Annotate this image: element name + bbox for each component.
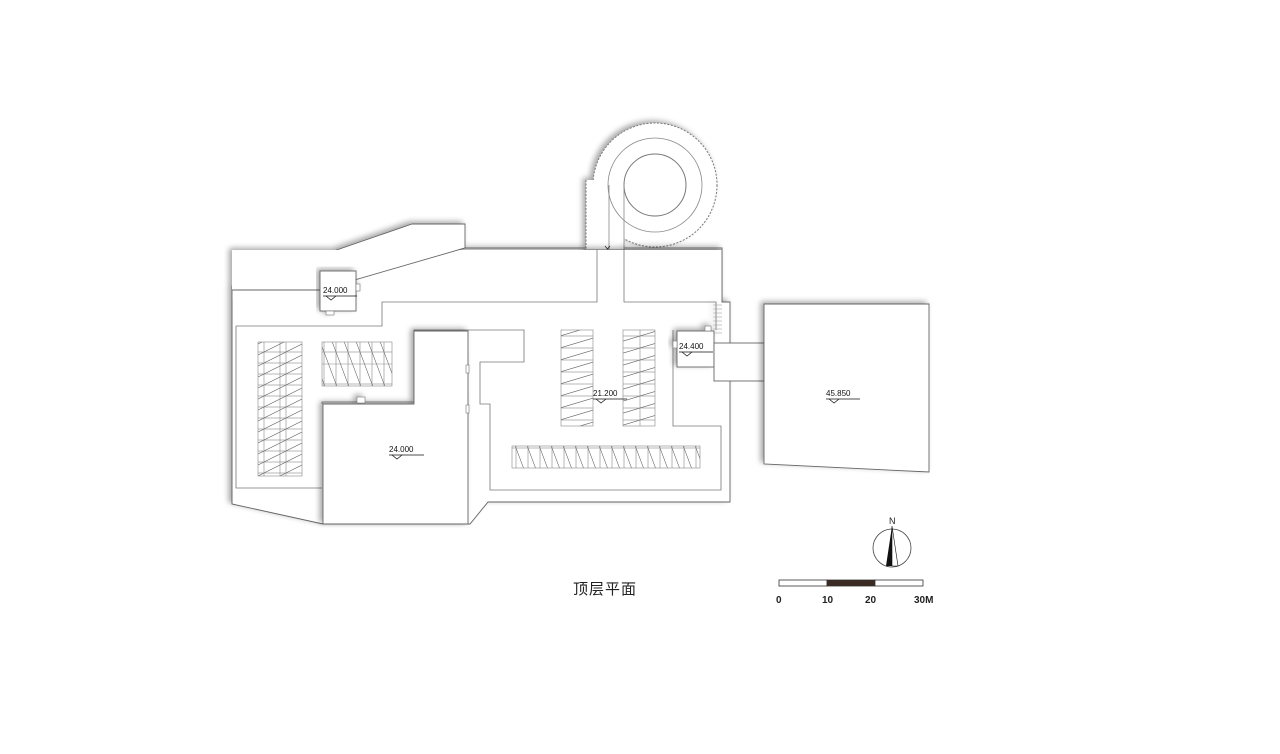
spiral-ramp xyxy=(585,122,718,252)
elevation-marker-central: 24.000 xyxy=(389,445,424,460)
stair-core-nw xyxy=(319,270,361,316)
scale-bar: 0 10 20 30M xyxy=(776,579,933,606)
scale-tick-label: 20 xyxy=(865,595,877,606)
stair-core-e xyxy=(672,304,722,368)
elevation-label: 24.000 xyxy=(323,286,348,295)
scale-tick-label: 30M xyxy=(914,595,933,606)
scale-tick-label: 10 xyxy=(822,595,834,606)
drawing-title: 顶层平面 xyxy=(573,580,638,598)
elevation-label: 24.000 xyxy=(389,445,414,454)
north-label: N xyxy=(889,516,896,526)
elevation-marker-e-core: 24.400 xyxy=(679,342,713,357)
scale-tick-label: 0 xyxy=(776,595,782,606)
north-arrow-icon: N xyxy=(872,516,912,568)
elevation-label: 21.200 xyxy=(593,389,618,398)
elevation-triangle-icon xyxy=(325,295,337,301)
elevation-marker-parking: 21.200 xyxy=(593,389,627,404)
east-tower xyxy=(763,303,930,473)
parking-stalls xyxy=(257,329,701,477)
elevation-triangle-icon xyxy=(391,454,403,460)
elevation-label: 45.850 xyxy=(826,389,851,398)
ramp-direction-arrow-icon xyxy=(604,245,611,250)
elevation-triangle-icon xyxy=(681,351,693,357)
elevation-triangle-icon xyxy=(595,398,607,404)
elevation-marker-tower: 45.850 xyxy=(826,389,860,404)
elevation-label: 24.400 xyxy=(679,342,704,351)
elevation-triangle-icon xyxy=(828,398,840,404)
central-block xyxy=(322,330,470,525)
bridge-connector xyxy=(713,342,765,382)
elevation-marker-nw: 24.000 xyxy=(323,286,357,301)
